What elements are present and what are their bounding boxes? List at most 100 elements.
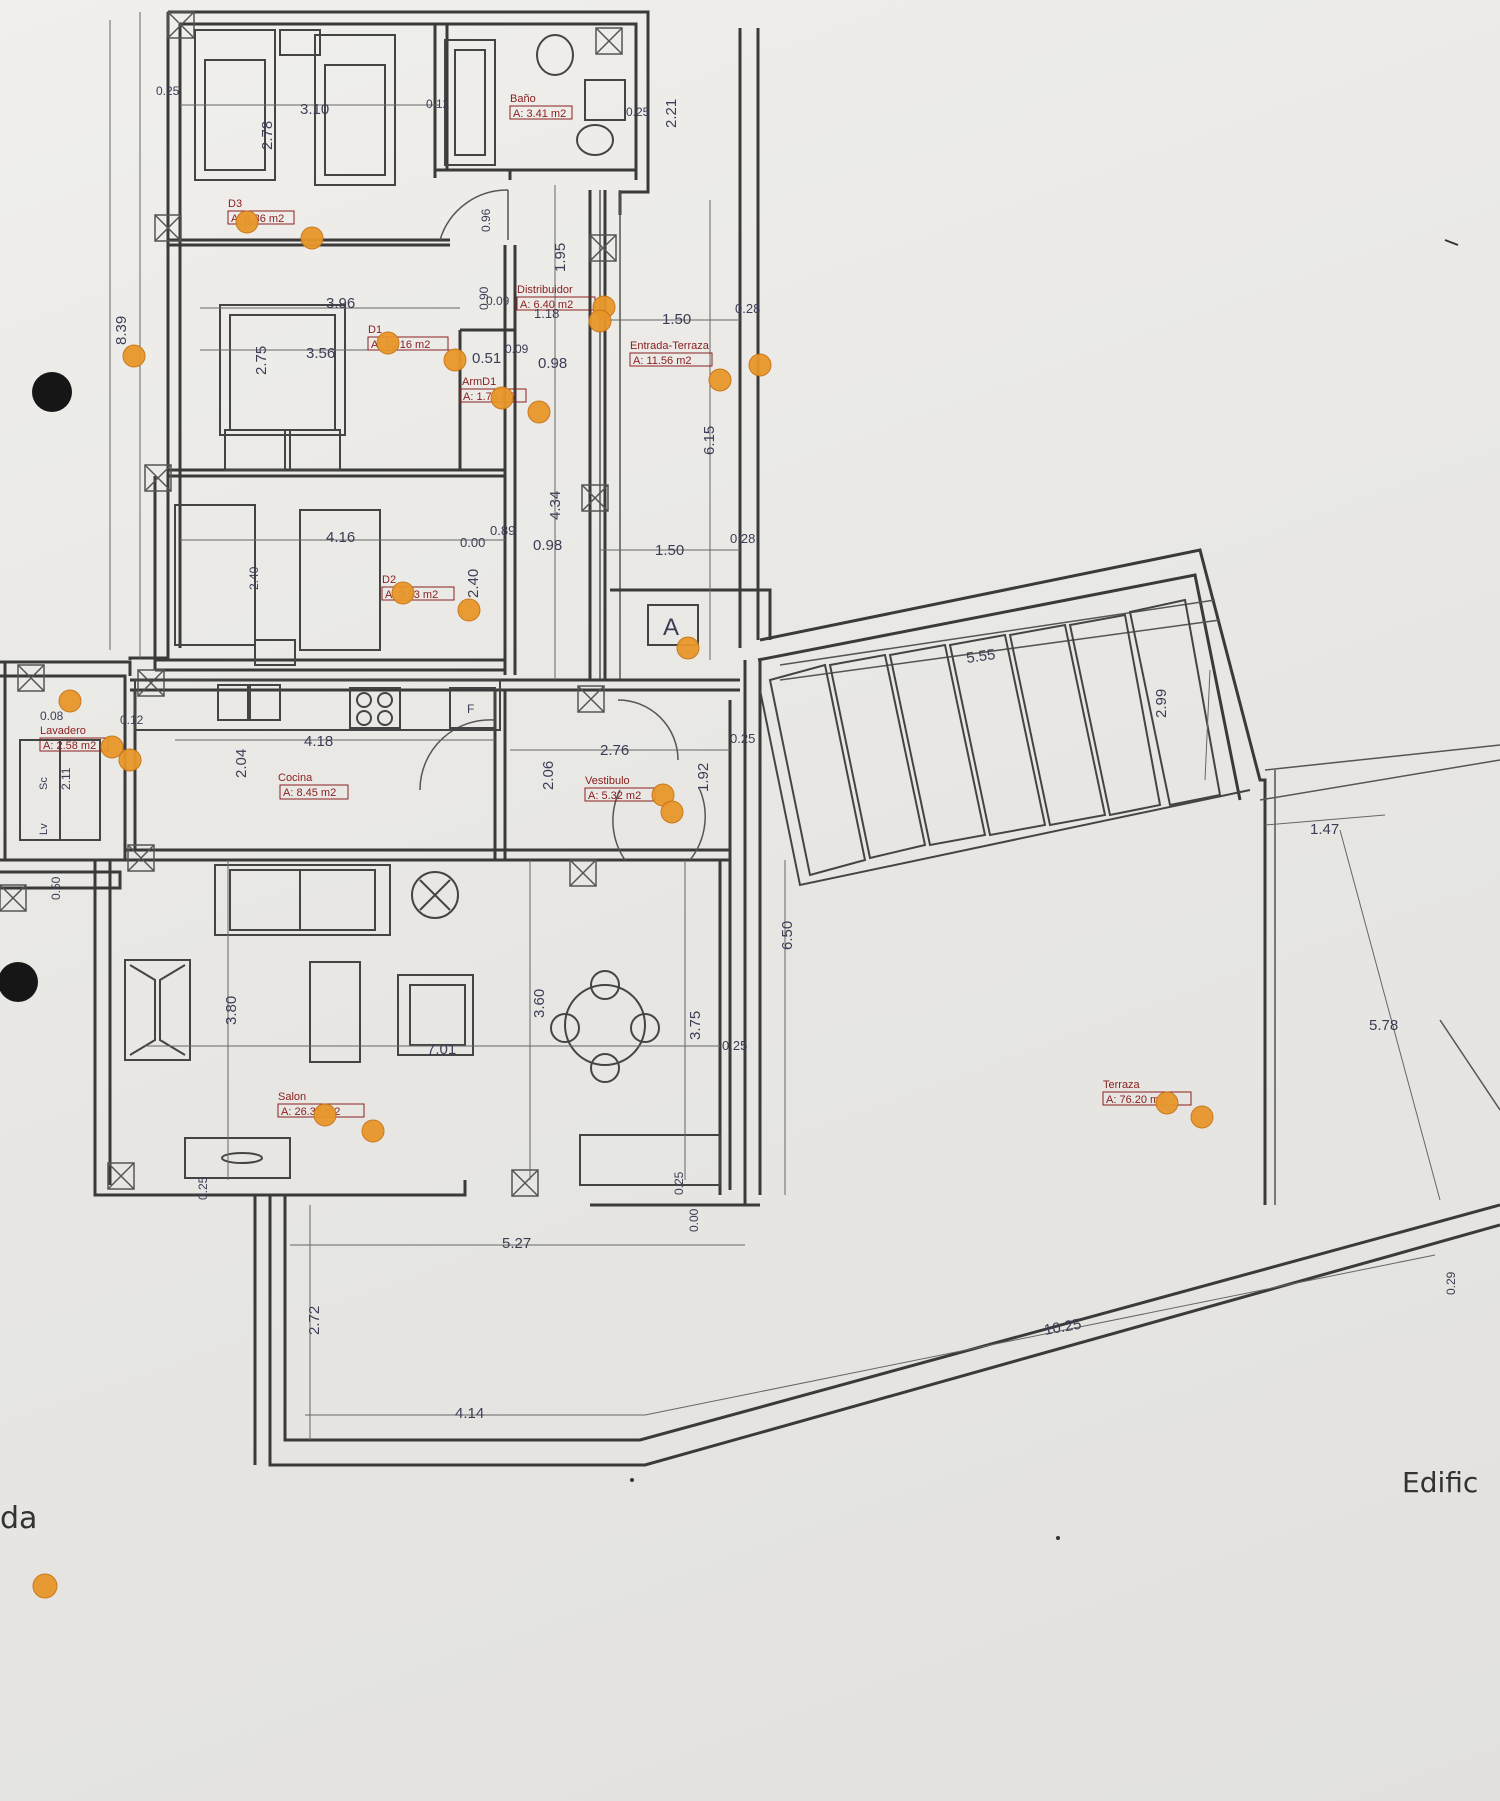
dim-label: 2.78 (259, 121, 276, 150)
marker-pin[interactable] (376, 331, 400, 355)
dim-label: 0.50 (49, 876, 63, 900)
marker-pin[interactable] (660, 800, 684, 824)
dim-label: 1.50 (655, 542, 684, 559)
room-cocina-name: Cocina (278, 772, 313, 784)
room-cocina: Cocina A: 8.45 m2 (278, 772, 349, 800)
fixture-labels: F A Sc Lv (38, 614, 679, 835)
room-distribuidor-area: A: 6.40 m2 (520, 299, 573, 311)
room-distribuidor-name: Distribuidor (517, 284, 573, 296)
dim-label: 0.28 (730, 531, 755, 546)
dim-label: 4.16 (326, 529, 355, 546)
fridge-label: F (467, 702, 474, 716)
marker-pin[interactable] (100, 735, 124, 759)
interior-walls (123, 24, 772, 1195)
marker-pin[interactable] (1155, 1091, 1179, 1115)
marker-pin[interactable] (457, 598, 481, 622)
room-lavadero-name: Lavadero (40, 725, 86, 737)
room-bath-area: A: 3.41 m2 (513, 108, 566, 120)
dim-label: 3.60 (531, 989, 548, 1018)
washer-label: Lv (38, 823, 50, 835)
room-d3-name: D3 (228, 198, 242, 210)
binder-hole-top (32, 372, 72, 412)
dim-label: 1.92 (695, 763, 712, 792)
marker-pin[interactable] (118, 748, 142, 772)
dim-label: 2.40 (465, 569, 482, 598)
dim-label: 2.40 (247, 566, 261, 590)
dim-label: 0.08 (40, 709, 64, 723)
marker-pin[interactable] (708, 368, 732, 392)
dim-label: 1.95 (552, 243, 569, 272)
marker-pin[interactable] (748, 353, 772, 377)
marker-pin[interactable] (32, 1573, 58, 1599)
room-bath: Baño A: 3.41 m2 (509, 93, 573, 120)
marker-pin[interactable] (588, 309, 612, 333)
dim-label: 6.15 (701, 426, 718, 455)
room-terraza: Terraza A: 76.20 m2 (1102, 1079, 1192, 1106)
dim-label: 1.50 (662, 311, 691, 328)
dim-label: 0.98 (538, 355, 567, 372)
dim-label: 1.18 (534, 306, 559, 321)
window-markers (0, 11, 623, 1197)
marker-pin[interactable] (122, 344, 146, 368)
dim-label: 5.27 (502, 1235, 531, 1252)
marker-pin[interactable] (676, 636, 700, 660)
room-vestibulo: Vestibulo A: 5.32 m2 (584, 775, 656, 802)
door-swings (419, 189, 706, 861)
room-bath-name: Baño (510, 93, 536, 105)
dim-label: 0.29 (1444, 1271, 1458, 1295)
marker-pin[interactable] (391, 581, 415, 605)
dim-label: 2.75 (253, 346, 270, 375)
page-edge-text-left: da (0, 1501, 37, 1536)
marker-pin[interactable] (527, 400, 551, 424)
room-lavadero: Lavadero A: 2.58 m2 (39, 725, 109, 752)
dim-label: 0.98 (533, 537, 562, 554)
dim-label: 8.39 (113, 316, 130, 345)
marker-pin[interactable] (313, 1103, 337, 1127)
room-armd1-name: ArmD1 (462, 376, 496, 388)
marker-pin[interactable] (490, 386, 514, 410)
dim-label: 0.09 (505, 342, 529, 356)
dim-label: 0.25 (672, 1171, 686, 1195)
binder-hole-bottom (0, 962, 38, 1002)
outer-walls (0, 10, 1500, 1467)
room-distribuidor: Distribuidor A: 6.40 m2 (516, 284, 596, 311)
dim-label: 5.55 (965, 646, 996, 667)
marker-pin[interactable] (361, 1119, 385, 1143)
room-entrada: Entrada-Terraza A: 11.56 m2 (629, 340, 713, 367)
dim-label: 2.04 (233, 749, 250, 778)
dimension-lines (109, 12, 1441, 1440)
dimension-labels: 3.10 2.78 0.12 0.25 2.21 0.25 0.96 1.95 … (40, 84, 1458, 1422)
marker-pin[interactable] (235, 210, 259, 234)
dim-label: 0.00 (687, 1208, 701, 1232)
annotation-markers (32, 210, 1214, 1599)
dim-label: 7.01 (427, 1041, 456, 1058)
room-d2-name: D2 (382, 574, 396, 586)
pergola (757, 548, 1500, 1205)
marker-pin[interactable] (443, 348, 467, 372)
page-edge-text-right: Edific (1402, 1466, 1478, 1499)
room-cocina-area: A: 8.45 m2 (283, 787, 336, 799)
dim-label: 2.76 (600, 742, 629, 759)
furniture (19, 29, 721, 1186)
dim-label: 0.89 (490, 523, 515, 538)
marker-pin[interactable] (300, 226, 324, 250)
dim-label: 6.50 (779, 921, 796, 950)
dim-label: 2.21 (663, 99, 680, 128)
dim-label: 0.25 (730, 731, 755, 746)
dim-label: 0.25 (626, 105, 650, 119)
marker-pin[interactable] (58, 689, 82, 713)
marker-pin[interactable] (1190, 1105, 1214, 1129)
dim-label: 4.14 (455, 1405, 484, 1422)
dim-label: 4.18 (304, 733, 333, 750)
dim-label: 0.12 (426, 97, 450, 111)
dim-label: 3.56 (306, 345, 335, 362)
room-entrada-area: A: 11.56 m2 (633, 355, 692, 367)
dim-label: 2.72 (306, 1306, 323, 1335)
sink-label: Sc (38, 777, 50, 790)
dim-label: 0.90 (477, 286, 491, 310)
room-vestibulo-name: Vestibulo (585, 775, 630, 787)
dim-label: 0.09 (486, 294, 510, 308)
dim-label: 3.96 (326, 295, 355, 312)
